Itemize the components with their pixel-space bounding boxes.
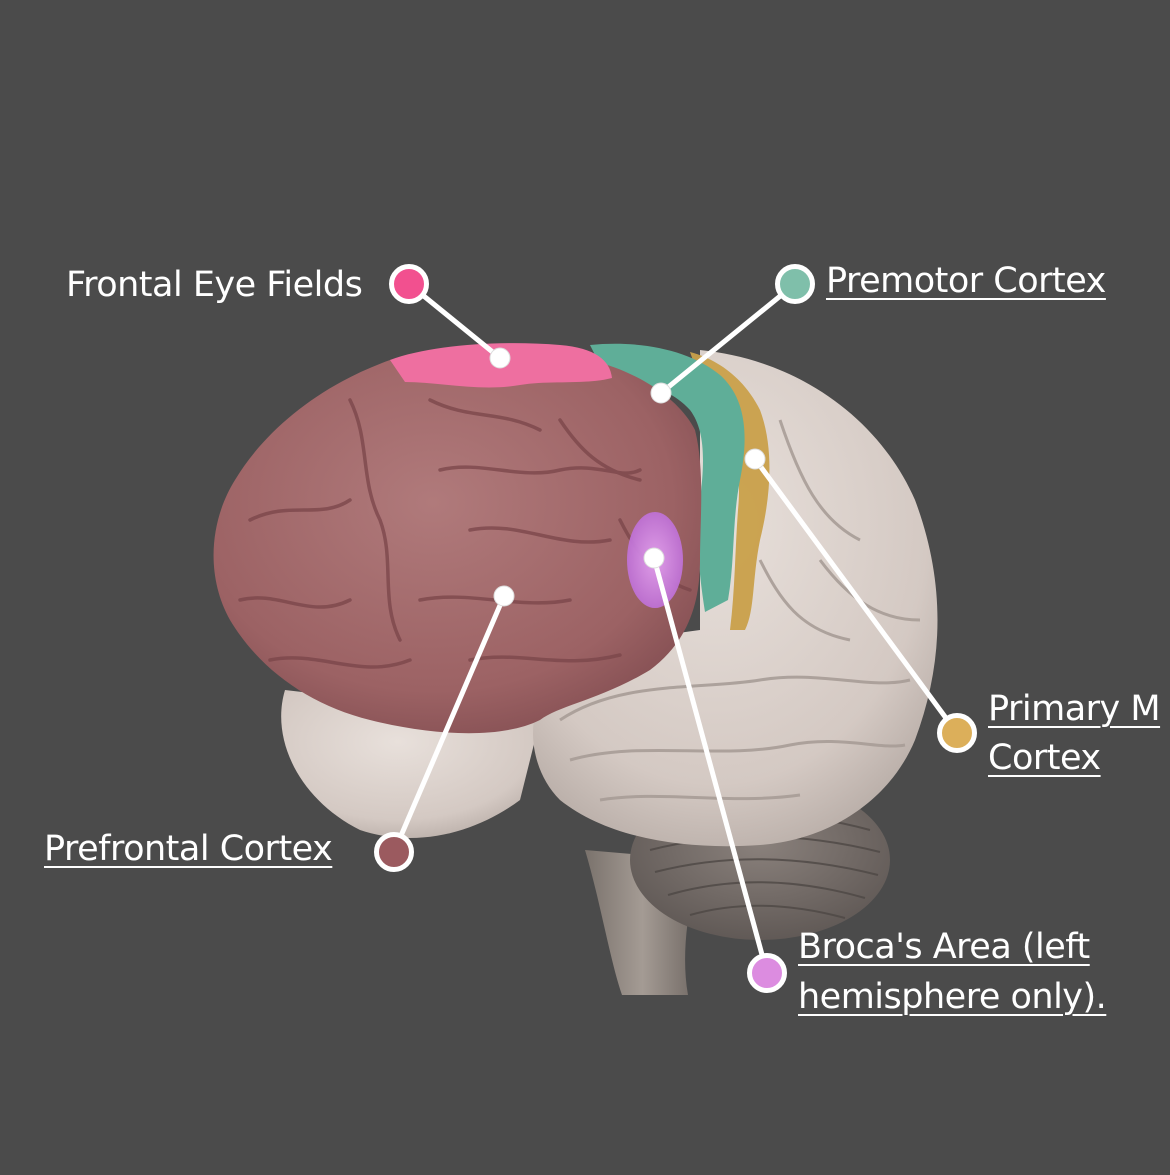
- brocas-area-marker[interactable]: [747, 953, 787, 993]
- anchor-dot-prefrontal: [493, 585, 515, 607]
- primary-motor-region: [690, 352, 770, 630]
- brocas-area-link-line2[interactable]: hemisphere only).: [798, 977, 1107, 1017]
- primary-motor-cortex-marker[interactable]: [937, 713, 977, 753]
- primary-motor-cortex-link-line1[interactable]: Primary M: [988, 689, 1161, 729]
- leader-line-premotor: [658, 281, 798, 396]
- prefrontal-cortex-link[interactable]: Prefrontal Cortex: [44, 829, 333, 869]
- leader-line-primary-motor: [752, 456, 960, 736]
- premotor-cortex-link[interactable]: Premotor Cortex: [826, 261, 1106, 301]
- frontal-eye-fields-marker[interactable]: [389, 264, 429, 304]
- frontal-eye-fields-label: Frontal Eye Fields: [66, 265, 363, 305]
- prefrontal-cortex-marker[interactable]: [374, 832, 414, 872]
- premotor-region: [590, 343, 745, 612]
- primary-motor-cortex-link-line2[interactable]: Cortex: [988, 738, 1101, 778]
- anchor-dot-brocas: [643, 547, 665, 569]
- leader-line-prefrontal: [391, 593, 507, 855]
- brocas-area-link-line1[interactable]: Broca's Area (left: [798, 927, 1090, 967]
- leader-line-brocas: [651, 555, 770, 976]
- prefrontal-region: [213, 348, 702, 734]
- anchor-dot-premotor: [650, 382, 672, 404]
- anchor-dot-primary-motor: [744, 448, 766, 470]
- premotor-cortex-marker[interactable]: [775, 264, 815, 304]
- anchor-dot-frontal-eye-fields: [489, 347, 511, 369]
